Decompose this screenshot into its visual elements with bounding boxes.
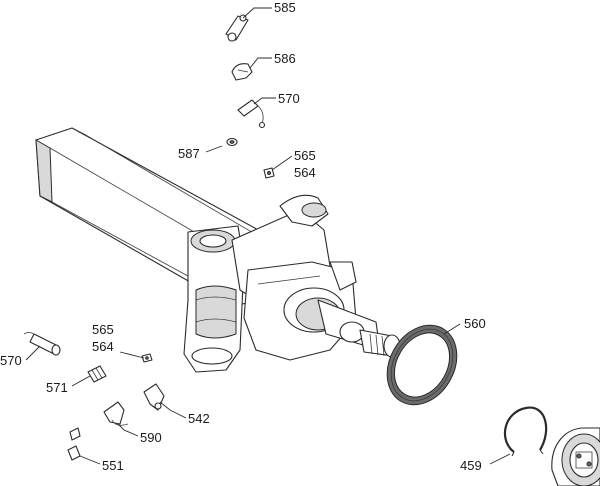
callout-459: 459 (460, 458, 482, 473)
leader-lines (25, 7, 511, 465)
callout-564-top: 564 (294, 165, 316, 180)
sensor-570-top (237, 99, 266, 129)
seal-ring-560 (386, 324, 458, 406)
callout-585: 585 (274, 0, 296, 15)
hub-cap (551, 427, 600, 486)
spring-clip-590 (103, 401, 129, 426)
washer-587 (226, 137, 238, 147)
sensor-570-lower (23, 332, 61, 356)
bolts-551 (67, 427, 81, 461)
spindle (283, 287, 401, 358)
callout-571: 571 (46, 380, 68, 395)
callout-labels: 585 586 570 587 565 564 560 565 564 570 … (0, 0, 486, 473)
nut-565-564-top (263, 167, 275, 179)
lever-585 (225, 14, 249, 42)
bracket-542 (143, 383, 165, 411)
callout-565-top: 565 (294, 148, 316, 163)
callout-564-lower: 564 (92, 339, 114, 354)
callout-551: 551 (102, 458, 124, 473)
callout-542: 542 (188, 411, 210, 426)
callout-587: 587 (178, 146, 200, 161)
callout-570-top: 570 (278, 91, 300, 106)
callout-590: 590 (140, 430, 162, 445)
callout-565-lower: 565 (92, 322, 114, 337)
sleeve-571 (87, 365, 107, 383)
callout-560: 560 (464, 316, 486, 331)
callout-570-lower: 570 (0, 353, 22, 368)
callout-586: 586 (274, 51, 296, 66)
snap-ring-459 (504, 406, 548, 457)
clip-586 (231, 63, 253, 81)
nut-565-564-lower (141, 353, 153, 363)
